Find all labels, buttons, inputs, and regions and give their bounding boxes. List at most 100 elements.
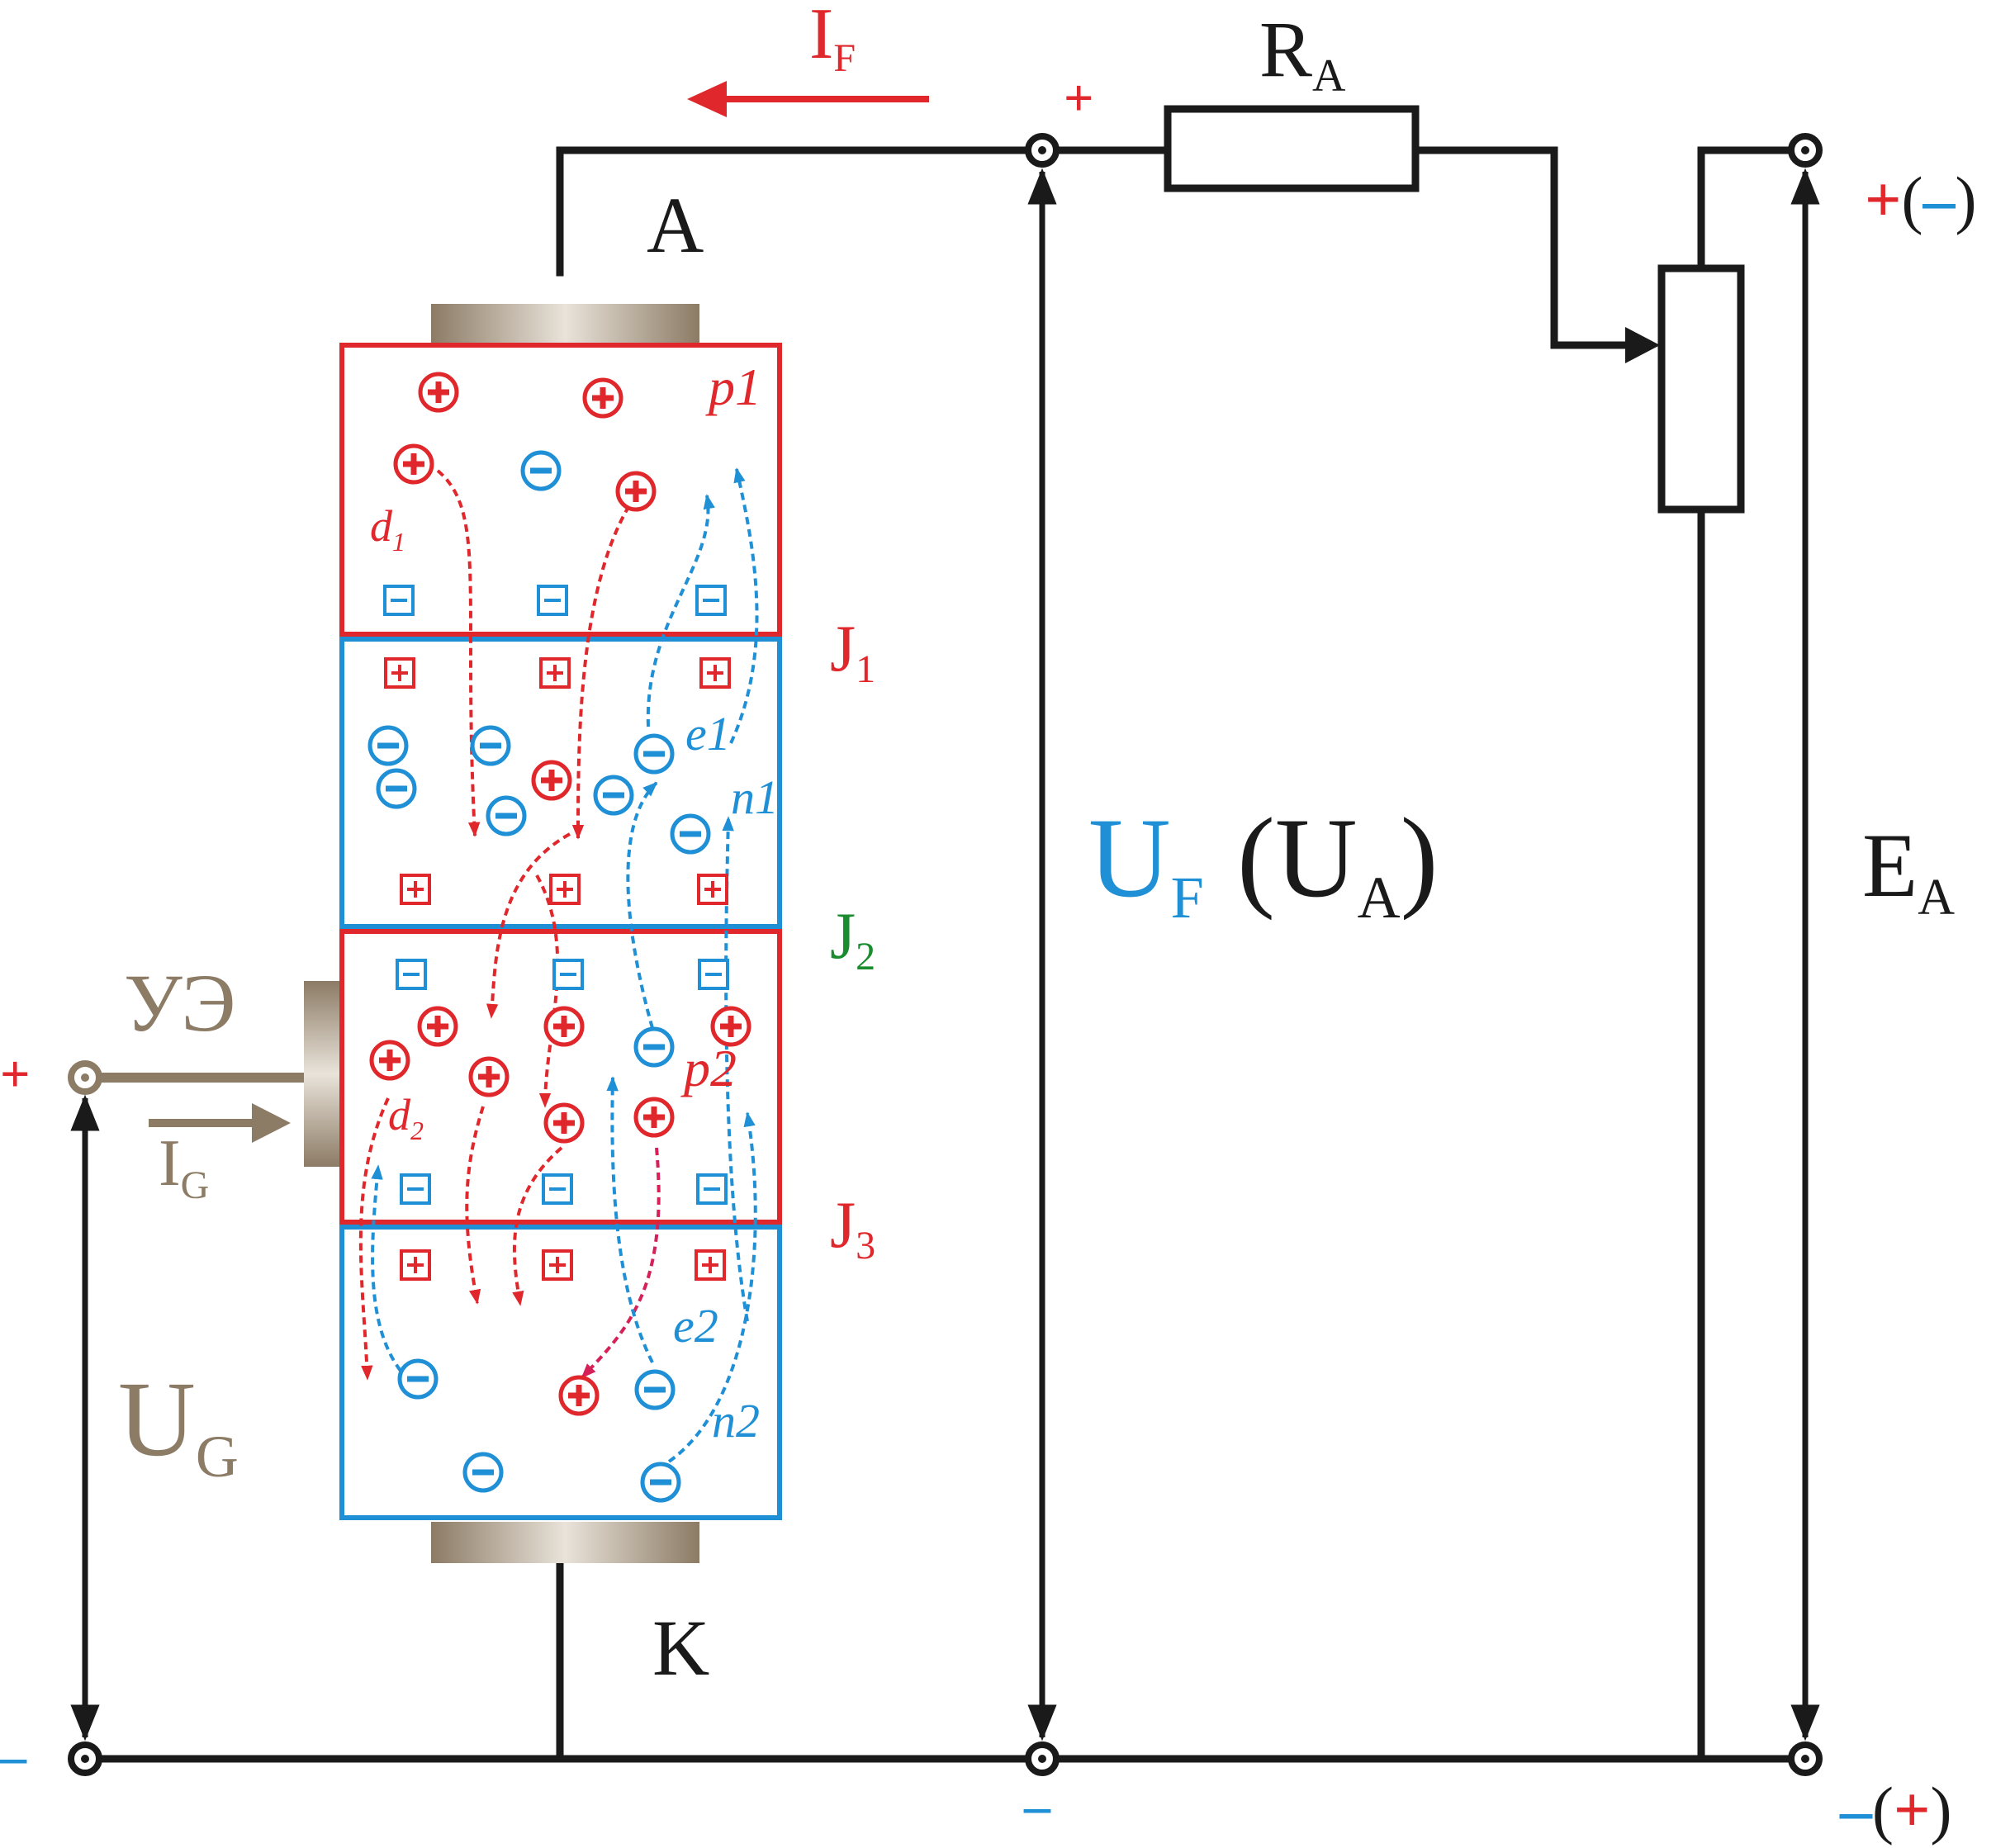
hole: [369, 1040, 410, 1081]
electron: [634, 1369, 676, 1410]
anode-wire: [556, 146, 1046, 277]
electron-path: [646, 494, 715, 727]
hole-path: [512, 1146, 563, 1306]
hole: [558, 1375, 600, 1416]
potentiometer-top-wire: [1697, 146, 1809, 272]
hole-path: [358, 1097, 390, 1381]
voltage-arrows: [70, 168, 1820, 1741]
electron: [520, 450, 562, 491]
ua-label: (UA): [1237, 794, 1439, 931]
hole: [582, 377, 623, 419]
ea-label: EA: [1862, 815, 1955, 926]
hole: [710, 1006, 751, 1047]
donor-ion: [542, 1249, 573, 1281]
uf-label: UF: [1088, 794, 1204, 931]
donor-ion: [699, 657, 731, 689]
anode-label: A: [647, 181, 704, 269]
gate-label: УЭ: [124, 957, 236, 1049]
anode-electrode: [431, 304, 699, 345]
gate-electrode: [304, 981, 344, 1167]
electron-path: [729, 467, 759, 744]
ea-bottom-polarity: –(+): [1839, 1774, 1951, 1846]
hole-path: [486, 832, 571, 1019]
acceptor-ion: [542, 1173, 573, 1205]
p1-label: p1: [705, 358, 761, 416]
donor-ion: [549, 874, 581, 905]
hole-path: [436, 469, 481, 837]
acceptor-ion: [696, 1173, 728, 1205]
electron-path: [371, 1164, 402, 1372]
p2-label: p2: [680, 1039, 737, 1097]
acceptor-ion: [400, 1173, 431, 1205]
region-n1: [339, 637, 782, 929]
donor-ion: [697, 874, 728, 905]
electron: [486, 795, 527, 836]
mobile-holes: [369, 372, 751, 1416]
resistor-ra: [1164, 105, 1420, 192]
donor-ion: [539, 657, 571, 689]
region-p1: [339, 343, 782, 637]
plus-sign-top: +: [1064, 69, 1093, 127]
j1-label: J1: [830, 613, 875, 691]
electron: [593, 775, 634, 816]
electron: [640, 1462, 681, 1503]
e1-label: e1: [685, 707, 731, 761]
ra-label: RA: [1259, 5, 1346, 102]
terminals: [68, 133, 1823, 1776]
electron: [670, 813, 711, 855]
donor-ion: [384, 657, 415, 689]
ig-label: IG: [159, 1127, 209, 1207]
electron: [470, 725, 511, 766]
hole: [543, 1006, 585, 1047]
hole: [393, 443, 434, 485]
d2-label: d2: [388, 1090, 424, 1145]
donor-ion: [400, 874, 431, 905]
e2-label: e2: [673, 1299, 718, 1353]
ug-label: UG: [118, 1360, 239, 1490]
electron: [367, 725, 409, 766]
electron: [397, 1358, 439, 1400]
electron: [633, 733, 675, 775]
wiper-arrowhead: [1625, 327, 1660, 363]
fixed-donor-ions: [384, 657, 731, 1281]
j2-label: J2: [830, 900, 875, 978]
donor-ion: [695, 1249, 726, 1281]
hole: [531, 760, 572, 801]
minus-sign-gate: –: [0, 1727, 27, 1785]
acceptor-ion: [698, 959, 729, 990]
n1-label: n1: [731, 770, 779, 824]
electron-path: [606, 1076, 654, 1363]
electron: [633, 1026, 675, 1068]
donor-ion: [400, 1249, 431, 1281]
hole: [418, 372, 459, 413]
hole-path: [465, 1106, 485, 1305]
electron-path: [626, 781, 658, 1029]
acceptor-ion: [383, 585, 415, 616]
fixed-acceptor-ions: [383, 585, 729, 1205]
potentiometer: [1657, 264, 1745, 514]
hole: [417, 1006, 458, 1047]
acceptor-ion: [552, 959, 584, 990]
plus-sign-gate: +: [0, 1045, 30, 1103]
hole-path: [581, 1147, 661, 1379]
hole: [468, 1056, 510, 1097]
n2-label: n2: [712, 1394, 760, 1448]
cathode-label: K: [652, 1604, 709, 1692]
if-label: IF: [809, 0, 856, 80]
ea-top-polarity: +(–): [1865, 163, 1976, 235]
cathode-electrode: [431, 1522, 699, 1563]
resistor-to-potentiometer-wire: [1411, 146, 1648, 349]
hole-path: [571, 494, 638, 840]
hole: [543, 1102, 585, 1144]
mobile-electrons: [367, 450, 711, 1503]
semiconductor-layers: [339, 343, 782, 1520]
acceptor-ion: [695, 585, 727, 616]
electron: [376, 768, 417, 809]
electron-path: [667, 1111, 757, 1463]
if-arrowhead: [687, 81, 727, 117]
acceptor-ion: [537, 585, 568, 616]
electron: [462, 1452, 504, 1493]
j3-label: J3: [830, 1189, 875, 1268]
hole: [633, 1097, 675, 1138]
